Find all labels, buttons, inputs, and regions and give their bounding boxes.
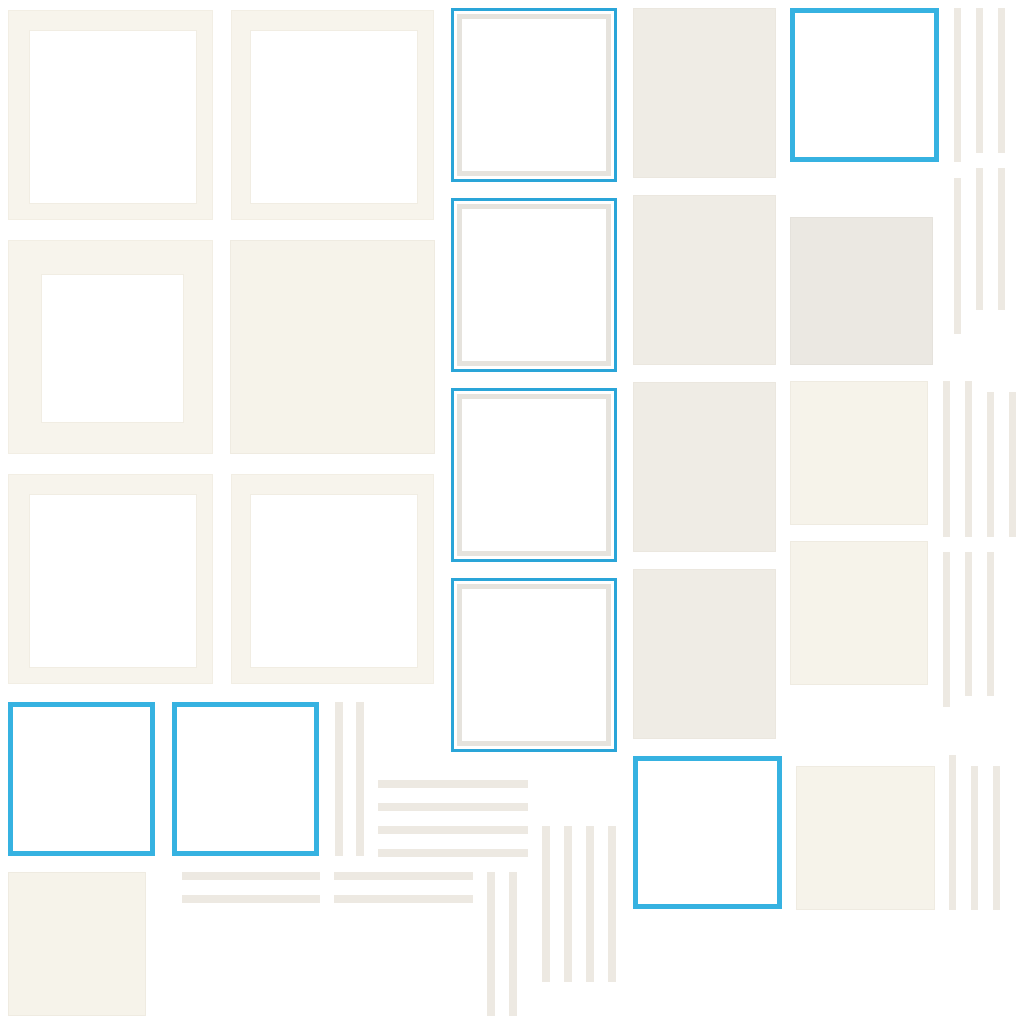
solid-beige-panel-4 bbox=[633, 569, 776, 739]
vertical-bar bbox=[971, 766, 978, 910]
frame-tile-cream-small-window bbox=[8, 240, 213, 454]
vertical-bar bbox=[509, 872, 517, 1016]
solid-cream-panel-5c bbox=[796, 766, 935, 910]
vertical-bar bbox=[954, 8, 961, 162]
frame-tile-blue-gray-2 bbox=[451, 198, 617, 372]
solid-beige-panel-1 bbox=[633, 8, 776, 178]
frame-inner-border bbox=[457, 204, 611, 366]
frame-inner-border bbox=[457, 394, 611, 556]
frame-window bbox=[250, 30, 418, 204]
frame-window bbox=[29, 30, 197, 204]
vertical-bar bbox=[965, 381, 972, 537]
vertical-bar bbox=[943, 381, 950, 537]
horizontal-bar bbox=[378, 780, 528, 788]
frame-tile-blue-gray-4 bbox=[451, 578, 617, 752]
vertical-bar bbox=[976, 168, 983, 310]
vertical-bar bbox=[998, 168, 1005, 310]
frame-inner-border bbox=[457, 14, 611, 176]
horizontal-bar bbox=[182, 872, 320, 880]
horizontal-bar bbox=[378, 803, 528, 811]
vertical-bar bbox=[1009, 392, 1016, 537]
solid-cream-panel-large bbox=[230, 240, 435, 454]
frame-tile-cream-4 bbox=[231, 474, 434, 684]
horizontal-bar bbox=[378, 849, 528, 857]
vertical-bar bbox=[542, 826, 550, 982]
horizontal-bar bbox=[182, 895, 320, 903]
frame-tile-cream-3 bbox=[8, 474, 213, 684]
vertical-bar bbox=[949, 755, 956, 910]
frame-tile-blue-gray-1 bbox=[451, 8, 617, 182]
vertical-bar bbox=[987, 552, 994, 696]
frame-window bbox=[29, 494, 197, 668]
horizontal-bar bbox=[334, 872, 473, 880]
solid-cream-panel-small bbox=[8, 872, 146, 1016]
horizontal-bar bbox=[334, 895, 473, 903]
vertical-bar bbox=[976, 8, 983, 153]
solid-beige-panel-2 bbox=[633, 195, 776, 365]
frame-tile-cream-2 bbox=[231, 10, 434, 220]
frame-tile-blue-4 bbox=[790, 8, 939, 162]
frame-tile-cream-1 bbox=[8, 10, 213, 220]
vertical-bar bbox=[943, 552, 950, 707]
vertical-bar bbox=[335, 702, 343, 856]
vertical-bar bbox=[608, 826, 616, 982]
frame-inner-border bbox=[457, 584, 611, 746]
frame-window bbox=[41, 274, 184, 423]
vertical-bar bbox=[954, 178, 961, 334]
solid-gray-panel bbox=[790, 217, 933, 365]
vertical-bar bbox=[987, 392, 994, 537]
vertical-bar bbox=[487, 872, 495, 1016]
horizontal-bar bbox=[378, 826, 528, 834]
frame-window bbox=[250, 494, 418, 668]
solid-beige-panel-3 bbox=[633, 382, 776, 552]
vertical-bar bbox=[998, 8, 1005, 153]
solid-cream-panel-5b bbox=[790, 541, 928, 685]
frame-tile-blue-3 bbox=[633, 756, 782, 909]
frame-tile-blue-2 bbox=[172, 702, 319, 856]
solid-cream-panel-5a bbox=[790, 381, 928, 525]
frame-tile-blue-1 bbox=[8, 702, 155, 856]
vertical-bar bbox=[965, 552, 972, 696]
vertical-bar bbox=[356, 702, 364, 856]
frame-tile-blue-gray-3 bbox=[451, 388, 617, 562]
vertical-bar bbox=[993, 766, 1000, 910]
vertical-bar bbox=[564, 826, 572, 982]
vertical-bar bbox=[586, 826, 594, 982]
